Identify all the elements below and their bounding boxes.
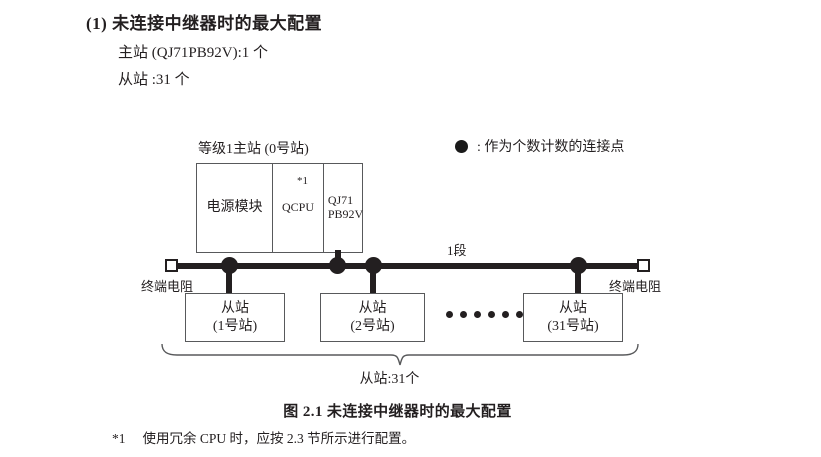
figure-caption: 图 2.1 未连接中继器时的最大配置 <box>0 400 821 421</box>
slave-1-title: 从站 <box>221 301 249 317</box>
slave-2-station: (2号站) <box>350 318 395 334</box>
section-line-slave: 从站 :31 个 <box>118 72 190 88</box>
slave-station-box-2: 从站 (2号站) <box>320 293 425 342</box>
terminator-label-right: 终端电阻 <box>609 279 662 294</box>
filled-circle-icon <box>455 139 468 153</box>
master-cell-power-supply-label: 电源模块 <box>206 199 263 215</box>
legend: : 作为个数计数的连接点 <box>455 136 624 156</box>
slave-31-station: (31号站) <box>547 318 599 334</box>
drop-line-slave-31 <box>575 265 581 295</box>
figure-caption-text: 图 2.1 未连接中继器时的最大配置 <box>283 404 512 420</box>
slave-count-brace <box>160 343 640 370</box>
connection-point-master <box>329 257 346 274</box>
slave-count-label: 从站:31个 <box>0 368 821 388</box>
terminator-label-left: 终端电阻 <box>141 279 194 294</box>
slave-station-box-1: 从站 (1号站) <box>185 293 285 342</box>
footnote: *1 使用冗余 CPU 时，应按 2.3 节所示进行配置。 <box>112 427 415 447</box>
master-cell-qcpu-label: QCPU <box>281 200 314 215</box>
master-cell-qcpu: QCPU <box>273 164 324 252</box>
drop-line-slave-2 <box>370 265 376 295</box>
drop-line-slave-1 <box>226 265 232 295</box>
bus-trunk-line <box>177 263 638 269</box>
master-module-line1: QJ71 <box>327 193 354 208</box>
slave-2-title: 从站 <box>358 301 387 317</box>
master-cell-module: QJ71 PB92V <box>324 164 364 252</box>
footnote-marker-qcpu: *1 <box>297 175 308 187</box>
master-station-box: 电源模块 QCPU QJ71 PB92V <box>196 163 363 253</box>
master-station-label: 等级1主站 (0号站) <box>198 142 309 157</box>
footnote-mark: *1 <box>112 431 126 446</box>
segment-label: 1段 <box>447 243 467 258</box>
footnote-text: 使用冗余 CPU 时，应按 2.3 节所示进行配置。 <box>142 431 416 446</box>
master-cell-module-label: QJ71 PB92V <box>325 193 364 222</box>
legend-label: : 作为个数计数的连接点 <box>477 140 625 155</box>
slave-1-station: (1号站) <box>212 318 258 334</box>
slave-31-title: 从站 <box>559 301 587 317</box>
terminator-square-right <box>637 259 650 272</box>
slave-count-text: 从站:31个 <box>359 372 420 387</box>
section-heading: (1) 未连接中继器时的最大配置 <box>86 14 323 33</box>
section-line-master: 主站 (QJ71PB92V):1 个 <box>118 45 269 61</box>
terminator-square-left <box>165 259 178 272</box>
slave-station-box-31: 从站 (31号站) <box>523 293 623 342</box>
master-cell-power-supply: 电源模块 <box>197 164 273 252</box>
master-module-line2: PB92V <box>327 207 364 221</box>
ellipsis-dots-icon <box>446 311 523 318</box>
